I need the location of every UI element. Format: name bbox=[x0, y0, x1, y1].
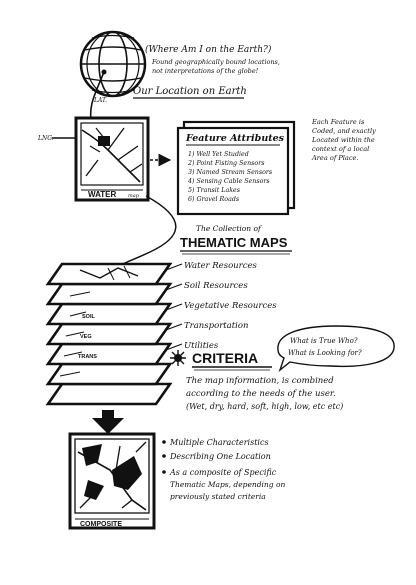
down-arrow-icon bbox=[92, 410, 124, 434]
layer-labels: Water Resources Soil Resources Vegetativ… bbox=[165, 261, 277, 351]
composite-bullet: Thematic Maps, depending on bbox=[170, 480, 285, 489]
globe-icon bbox=[79, 30, 147, 98]
criteria-desc-1: The map information, is combined bbox=[186, 376, 334, 386]
attribute-item: 2) Point Fisting Sensors bbox=[187, 160, 265, 167]
criteria-bubble-2: What is Looking for? bbox=[288, 349, 362, 357]
thematic-layer-stack: SOIL VEG TRANS bbox=[45, 262, 173, 406]
layer-label: Soil Resources bbox=[184, 281, 248, 291]
globe-answer-2: not interpretations of the globe! bbox=[152, 67, 259, 75]
thematic-title: THEMATIC MAPS bbox=[180, 235, 288, 250]
criteria-speech-bubble: What is True Who? What is Looking for? bbox=[277, 325, 395, 373]
composite-bullet: As a composite of Specific bbox=[169, 468, 277, 477]
composite-bullets: Multiple Characteristics Describing One … bbox=[162, 438, 285, 501]
map-to-stack-line bbox=[115, 195, 177, 273]
layer-label: Vegetative Resources bbox=[184, 301, 277, 311]
attribute-item: 5) Transit Lakes bbox=[188, 187, 241, 194]
layer-tag: VEG bbox=[80, 334, 92, 340]
layer-tag: TRANS bbox=[78, 354, 97, 360]
criteria-bubble-1: What is True Who? bbox=[290, 337, 358, 345]
composite-bullet: previously stated criteria bbox=[170, 492, 266, 501]
svg-text:Coded, and exactly: Coded, and exactly bbox=[312, 127, 376, 135]
location-heading: Our Location on Earth bbox=[133, 86, 247, 97]
layer-tag: SOIL bbox=[82, 314, 95, 320]
lat-label: LAT. bbox=[93, 97, 107, 104]
layer-label: Utilities bbox=[184, 341, 219, 351]
layer-label: Transportation bbox=[184, 321, 248, 331]
globe-answer-1: Found geographically bound locations, bbox=[151, 58, 280, 66]
svg-text:Area of Place.: Area of Place. bbox=[311, 154, 359, 162]
water-map: WATER map bbox=[74, 116, 150, 202]
water-map-label: WATER bbox=[88, 190, 117, 199]
composite-label: COMPOSITE bbox=[80, 521, 122, 528]
composite-map: COMPOSITE bbox=[68, 432, 156, 530]
svg-text:Each Feature is: Each Feature is bbox=[311, 118, 365, 126]
globe-question: (Where Am I on the Earth?) bbox=[145, 44, 272, 55]
attributes-note: Each Feature is Coded, and exactly Locat… bbox=[311, 118, 376, 162]
criteria-desc-2: according to the needs of the user. bbox=[186, 389, 336, 399]
svg-text:context of a local: context of a local bbox=[312, 145, 369, 153]
composite-bullet: Multiple Characteristics bbox=[169, 438, 269, 447]
composite-bullet: Describing One Location bbox=[169, 452, 271, 461]
criteria-desc-3: (Wet, dry, hard, soft, high, low, etc et… bbox=[186, 402, 343, 411]
thematic-intro: The Collection of bbox=[196, 224, 262, 233]
attribute-item: 3) Named Stream Sensors bbox=[188, 169, 273, 176]
svg-text:Located within the: Located within the bbox=[311, 136, 375, 144]
lng-label: LNG. bbox=[37, 135, 54, 142]
attribute-item: 6) Gravel Roads bbox=[188, 196, 240, 203]
layer-label: Water Resources bbox=[184, 261, 258, 271]
criteria-star-icon bbox=[170, 350, 186, 366]
criteria-title: CRITERIA bbox=[192, 350, 258, 366]
water-map-sub: map bbox=[128, 193, 140, 199]
attribute-item: 4) Sensing Cable Sensors bbox=[187, 178, 270, 185]
attributes-title: Feature Attributes bbox=[185, 133, 285, 144]
feature-attributes-box: Feature Attributes 1) Well Yet Studied 2… bbox=[176, 120, 296, 216]
attribute-item: 1) Well Yet Studied bbox=[188, 151, 249, 158]
